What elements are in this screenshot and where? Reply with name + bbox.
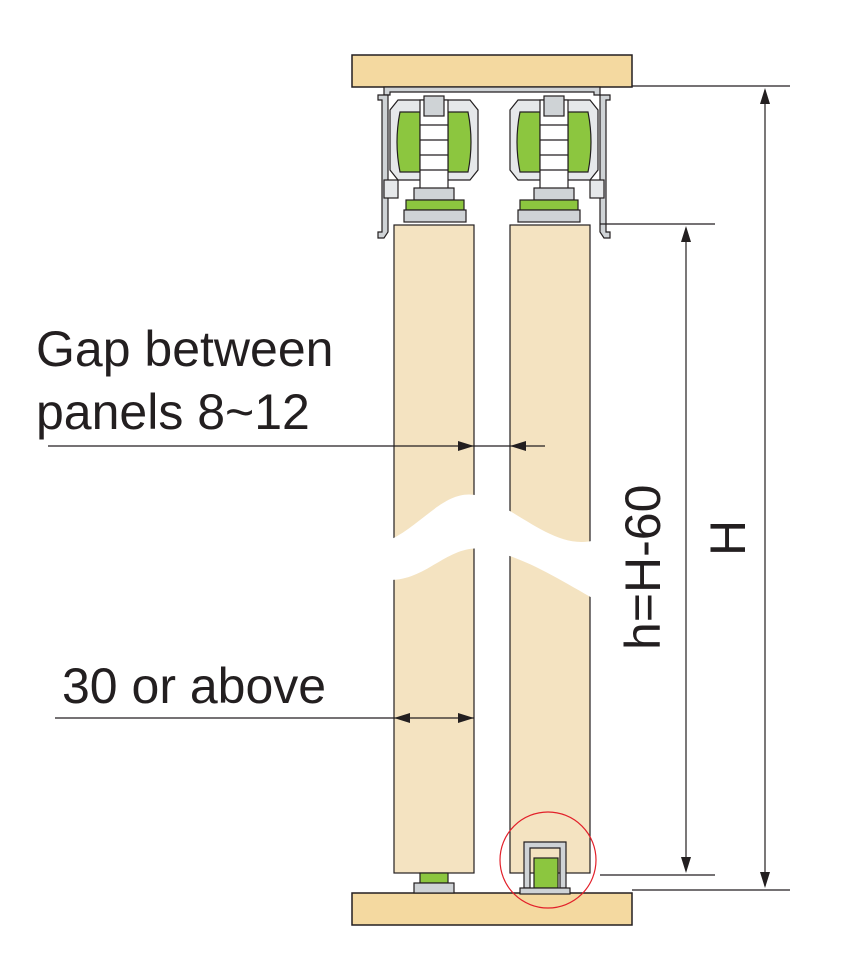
panel-break-cut	[390, 494, 596, 600]
bottom-rail-board	[351, 892, 633, 926]
label-total-height: H	[700, 520, 756, 556]
right-roller-wheel-right	[567, 111, 592, 173]
label-door-height: h=H-60	[615, 485, 671, 650]
dimension-door-height	[600, 223, 715, 876]
dimension-panel-gap	[48, 441, 545, 451]
label-thickness: 30 or above	[62, 658, 326, 714]
left-roller-wheel-left	[396, 111, 421, 173]
label-gap-line2: panels 8~12	[36, 384, 310, 440]
left-bottom-guide	[413, 872, 455, 894]
right-bottom-guide	[519, 841, 571, 895]
dimension-panel-thickness	[55, 713, 474, 723]
right-roller-wheel-left	[516, 111, 541, 173]
bottom-guide-highlight-circle	[499, 811, 597, 909]
top-track-profile	[377, 86, 611, 239]
label-gap-line1: Gap between	[36, 321, 333, 377]
right-roller-trolley	[509, 95, 599, 223]
left-roller-trolley	[389, 95, 479, 223]
dimension-total-height	[632, 85, 790, 891]
left-roller-wheel-right	[447, 111, 472, 173]
top-rail-board	[351, 54, 633, 88]
